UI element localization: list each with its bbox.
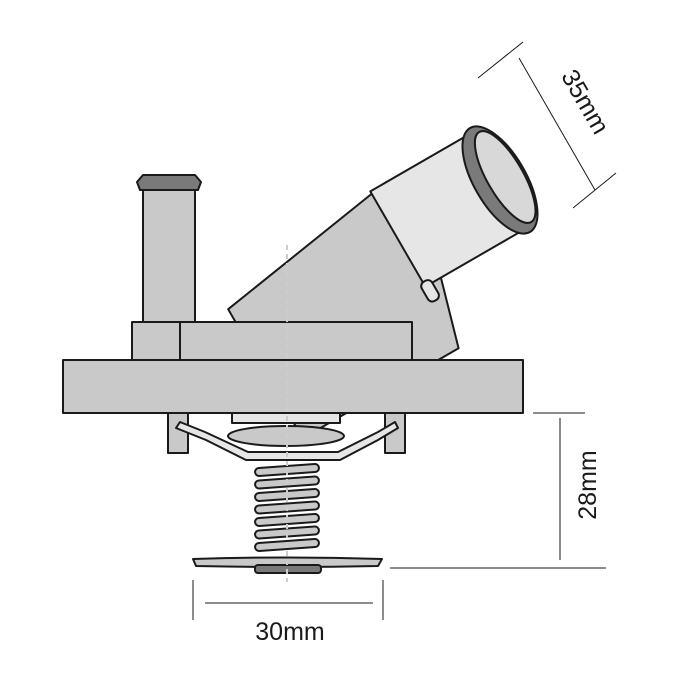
bypass-pipe (136, 174, 202, 326)
outlet-diameter-label: 35mm (555, 65, 614, 139)
housing-block (131, 321, 413, 363)
valve-height-dimension: 28mm (390, 412, 606, 569)
valve-width-dimension: 30mm (192, 580, 384, 646)
valve-height-label: 28mm (574, 450, 602, 519)
mounting-flange (62, 359, 524, 414)
valve-width-label: 30mm (255, 618, 324, 646)
